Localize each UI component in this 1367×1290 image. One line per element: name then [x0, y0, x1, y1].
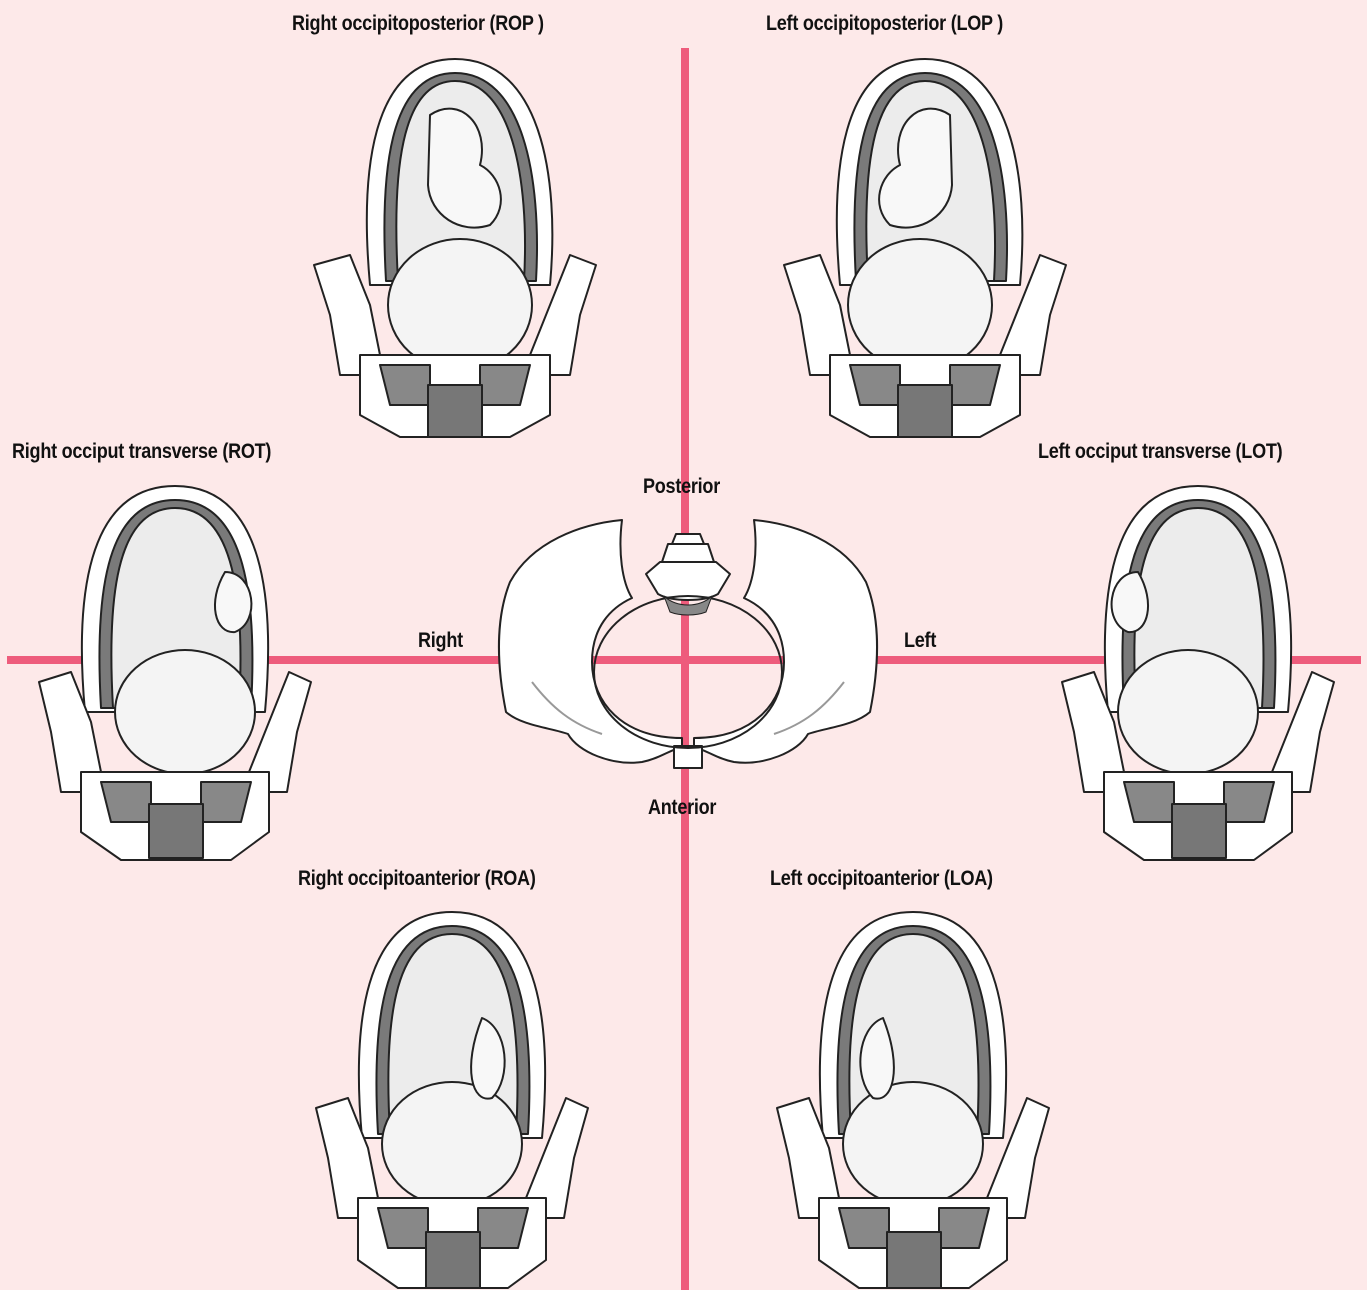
- fetus-illustration-rot: [35, 482, 315, 862]
- label-lop: Left occipitoposterior (LOP ): [766, 12, 1003, 36]
- fetus-illustration-loa: [773, 908, 1053, 1290]
- fetus-illustration-rop: [310, 55, 600, 437]
- label-loa: Left occipitoanterior (LOA): [770, 867, 993, 891]
- fetus-illustration-lot: [1058, 482, 1338, 862]
- label-rop: Right occipitoposterior (ROP ): [292, 12, 544, 36]
- fetus-illustration-lop: [780, 55, 1070, 437]
- label-left: Left: [904, 629, 936, 653]
- label-rot: Right occiput transverse (ROT): [12, 440, 271, 464]
- label-lot: Left occiput transverse (LOT): [1038, 440, 1282, 464]
- pelvic-inlet-illustration: [492, 512, 884, 772]
- label-right: Right: [418, 629, 463, 653]
- label-roa: Right occipitoanterior (ROA): [298, 867, 536, 891]
- label-posterior: Posterior: [643, 475, 720, 499]
- label-anterior: Anterior: [648, 796, 716, 820]
- fetus-illustration-roa: [312, 908, 592, 1290]
